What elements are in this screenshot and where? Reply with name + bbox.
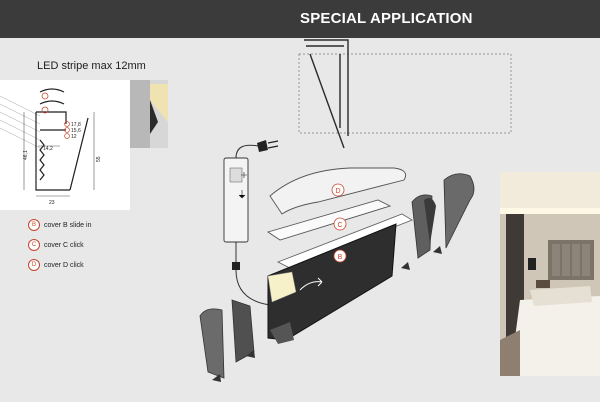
- bedroom-photo: [500, 172, 600, 376]
- arrow-icon: [212, 246, 442, 382]
- dim-label: 12: [71, 134, 77, 140]
- dim-label: 46,1: [23, 150, 29, 160]
- cover-b: [276, 213, 414, 269]
- legend-item-d: D cover D click: [28, 259, 84, 271]
- led-stripe: [267, 271, 297, 303]
- wall-outline: [298, 53, 512, 134]
- drawing-hatch: [0, 95, 41, 149]
- legend-badge: D: [28, 259, 40, 271]
- profile-cross-section: [35, 88, 89, 191]
- drawing-marker-icon: [41, 92, 49, 100]
- connector-icon: [232, 262, 240, 270]
- dim-label: 15,6: [71, 128, 81, 134]
- page-header: SPECIAL APPLICATION: [0, 0, 600, 38]
- power-cable: [235, 144, 259, 159]
- main-profile: [267, 223, 397, 341]
- drawing-panel: [0, 80, 130, 210]
- dim-label: 14,2: [43, 146, 53, 152]
- callout-c-label: C: [337, 222, 342, 229]
- callout-d-label: D: [335, 188, 340, 195]
- dim-label: 17,8: [71, 122, 81, 128]
- dim-label: 23: [49, 200, 55, 206]
- section-subtitle: LED stripe max 12mm: [37, 60, 146, 72]
- dim-label: 55: [96, 156, 102, 162]
- drawing-marker-icon: [64, 121, 70, 127]
- legend-badge: C: [28, 239, 40, 251]
- legend-item-b: B cover B slide in: [28, 219, 91, 231]
- page-title: SPECIAL APPLICATION: [300, 10, 473, 27]
- end-cap: [199, 308, 225, 379]
- callout-c: [333, 217, 347, 231]
- dimension-lines: [23, 112, 95, 197]
- led-driver: [223, 157, 249, 243]
- drawing-marker-icon: [41, 106, 49, 114]
- drawing-marker-icon: [64, 133, 70, 139]
- drawing-marker-icon: [64, 127, 70, 133]
- callout-b-label: B: [338, 254, 343, 261]
- legend-label: cover D click: [44, 261, 84, 269]
- legend-label: cover C click: [44, 241, 84, 249]
- mounted-profile: [304, 39, 349, 149]
- legend-badge: B: [28, 219, 40, 231]
- legend-item-c: C cover C click: [28, 239, 84, 251]
- callout-b: [333, 249, 347, 263]
- power-plug-icon: [257, 140, 268, 152]
- legend-label: cover B slide in: [44, 221, 92, 229]
- end-cap: [443, 173, 475, 249]
- cover-c: [266, 199, 392, 241]
- callout-d: [331, 183, 345, 197]
